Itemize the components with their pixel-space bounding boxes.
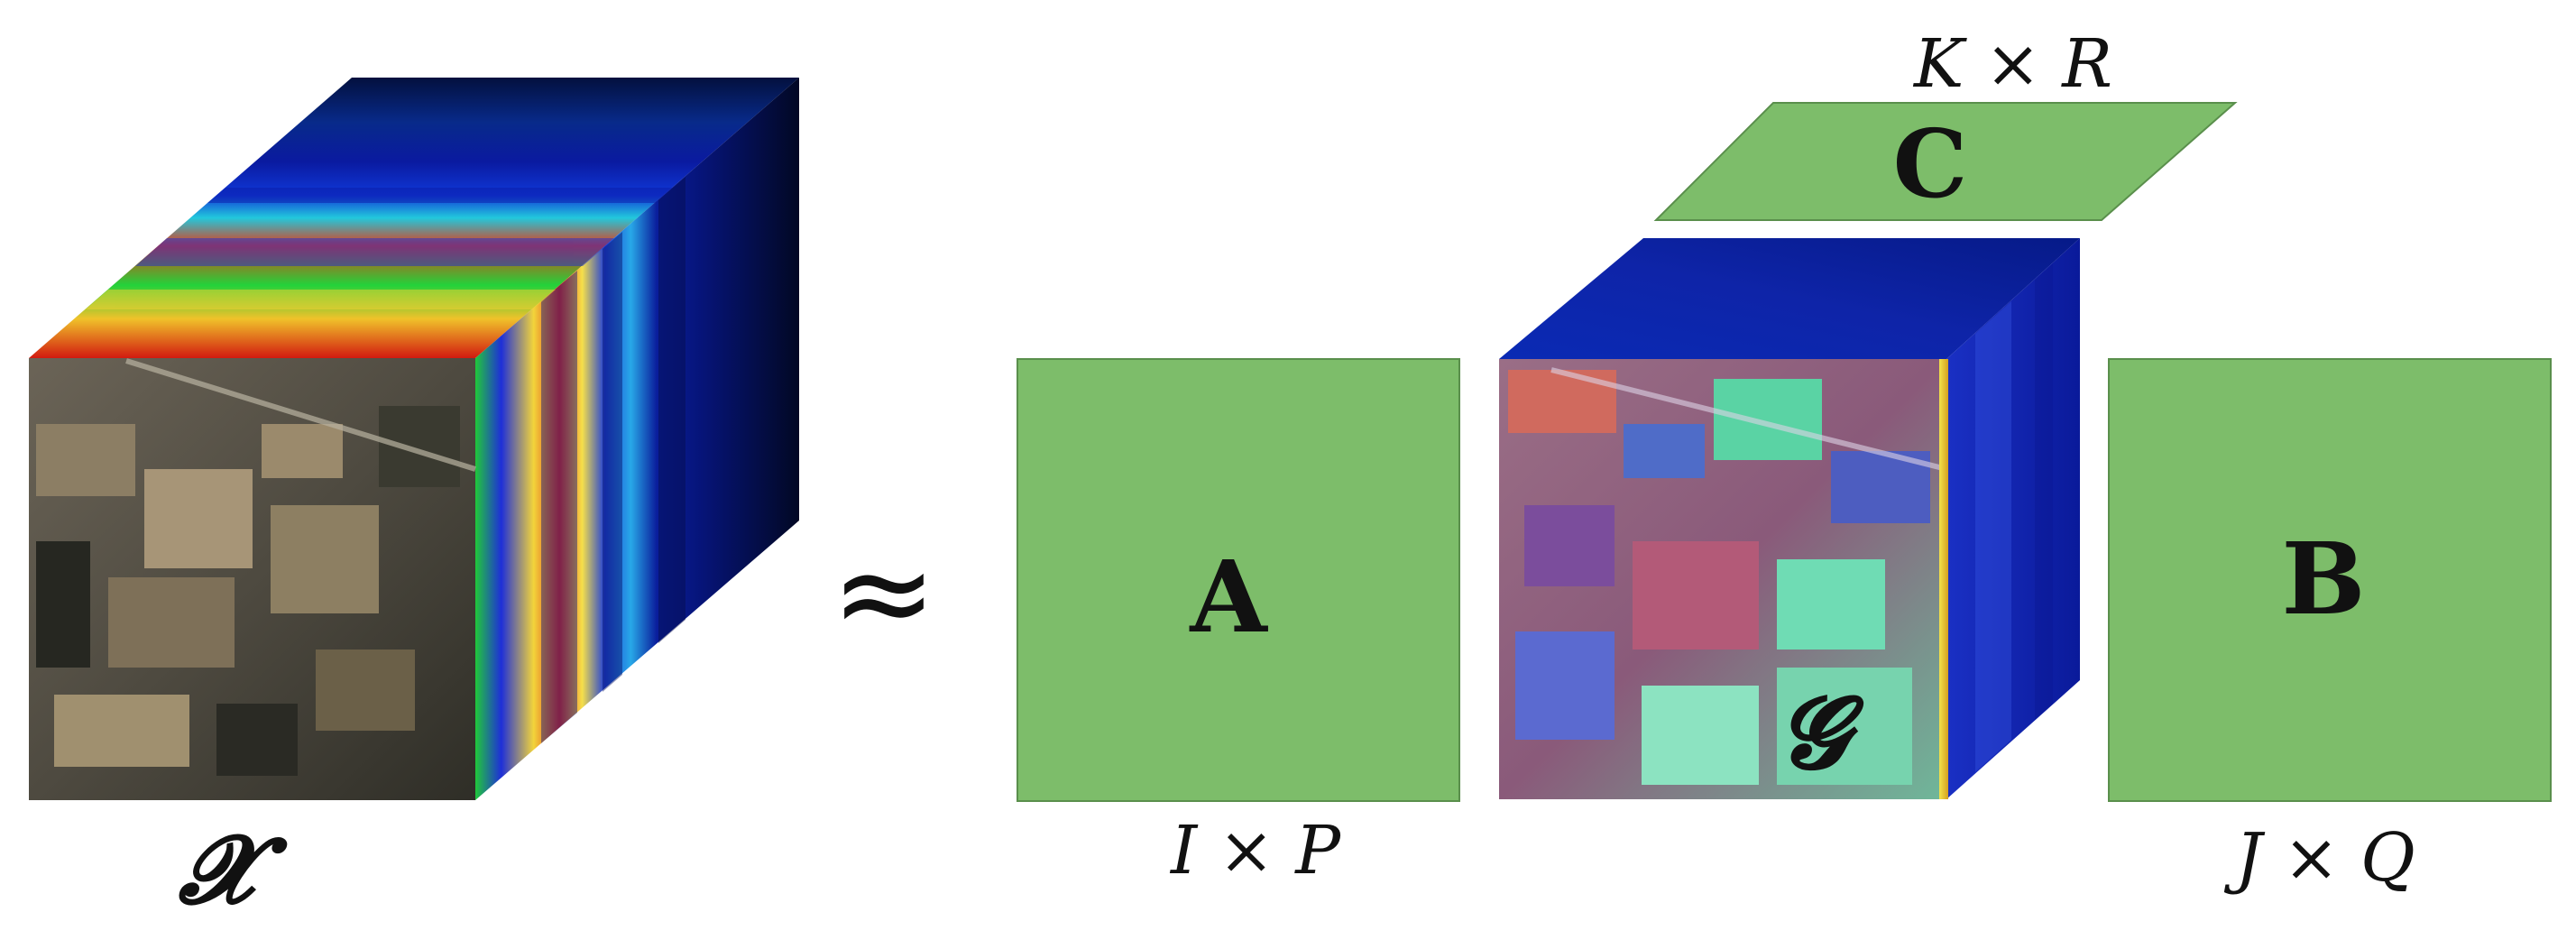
approx-symbol: ≈	[831, 520, 936, 667]
factor-c-name: C	[1893, 108, 1968, 219]
tensor-x-top-face	[29, 78, 799, 358]
tensor-x-symbol: 𝓧	[178, 814, 289, 925]
factor-c-matrix: C	[1653, 102, 2238, 221]
tensor-x-front-fields	[36, 358, 476, 776]
factor-c-dims: K × R	[1912, 25, 2112, 103]
core-tensor-side-texture	[1975, 263, 2053, 772]
factor-a-name: A	[1189, 539, 1268, 655]
tensor-x-side-stripes	[541, 177, 685, 743]
factor-b-matrix: B	[2108, 358, 2552, 802]
tensor-x-side-face	[475, 78, 799, 800]
tensor-x-cube	[29, 78, 799, 800]
tensor-x-top-bands	[86, 188, 673, 309]
core-tensor-front-fields	[1508, 367, 1947, 785]
factor-a-dims: I × P	[1169, 812, 1341, 889]
factor-b-dims: J × Q	[2223, 819, 2415, 897]
core-tensor-cube: 𝓖	[1499, 238, 2080, 799]
core-tensor-top-face	[1499, 238, 2080, 359]
factor-a-matrix: A	[1017, 358, 1460, 802]
core-tensor-side-face	[1946, 238, 2080, 799]
factor-b-name: B	[2282, 521, 2366, 637]
core-tensor-edge	[1939, 359, 1948, 799]
